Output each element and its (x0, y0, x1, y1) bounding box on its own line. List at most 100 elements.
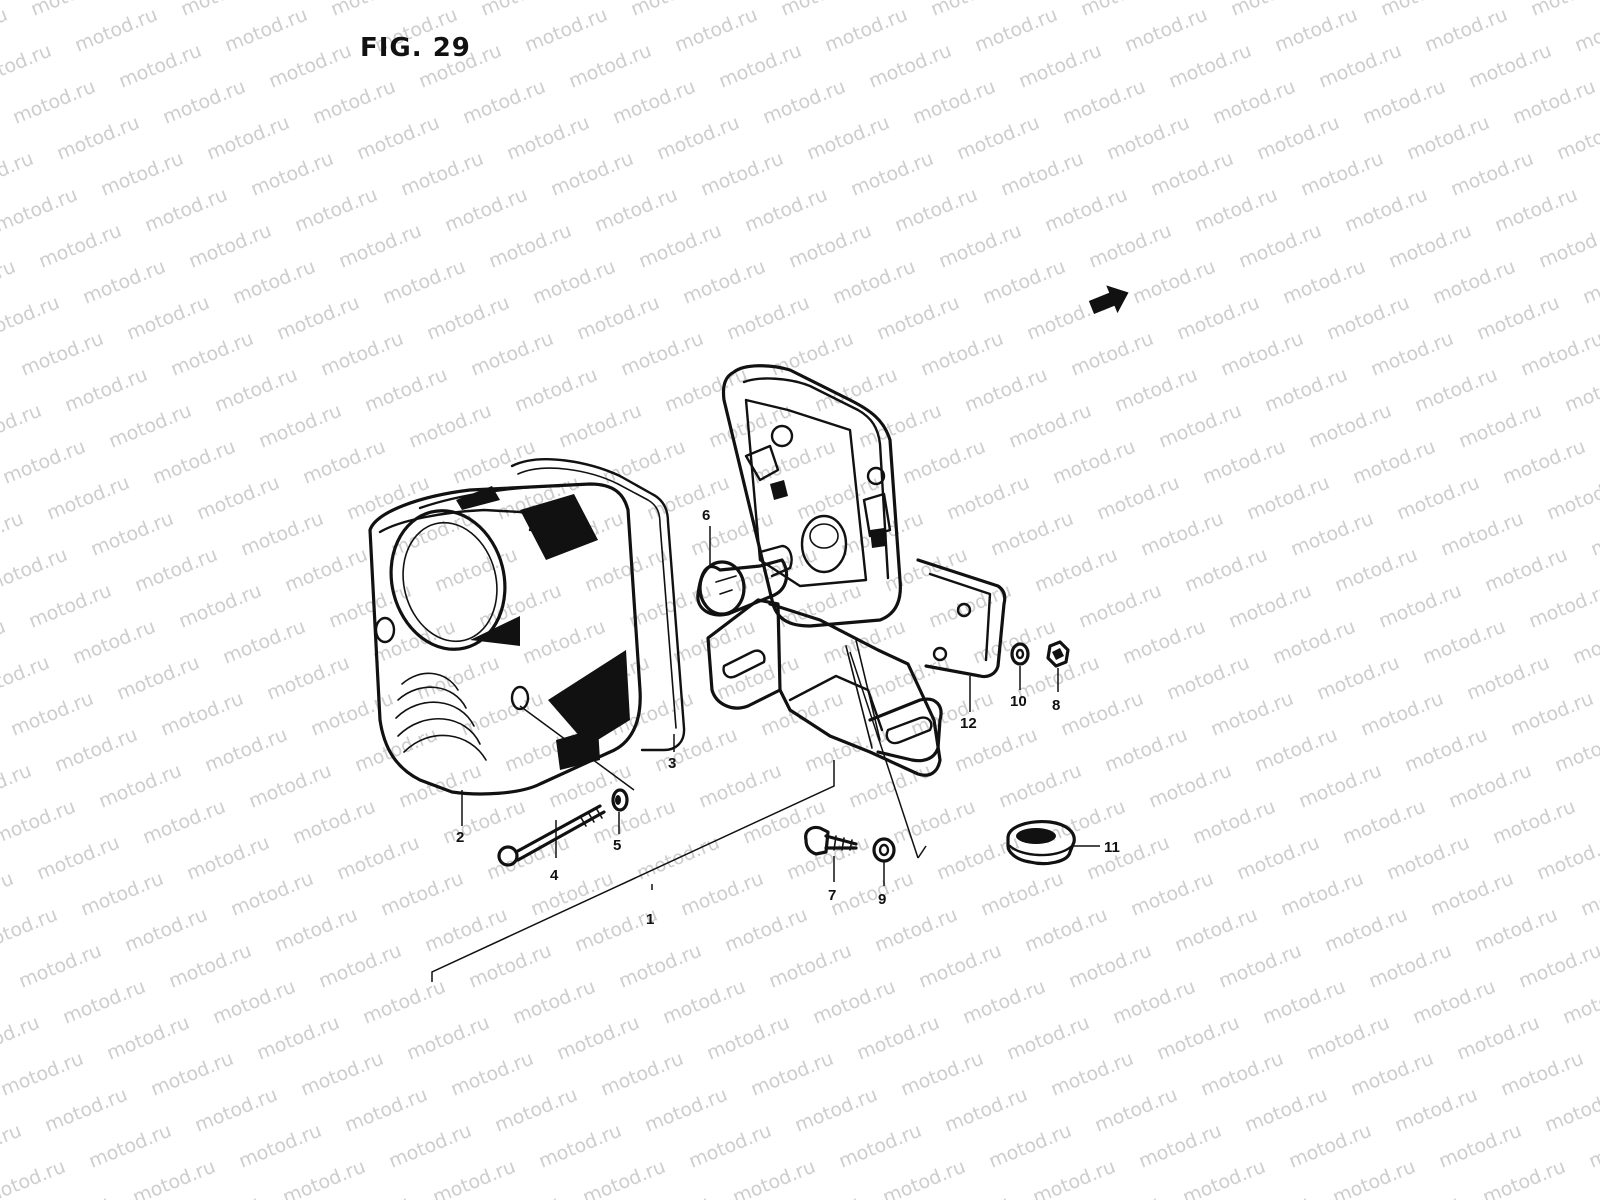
watermark-text: motod.ru (178, 0, 267, 21)
watermark-text: motod.ru (642, 1084, 731, 1137)
callout-9: 9 (878, 891, 886, 908)
watermark-text: motod.ru (1454, 1012, 1543, 1065)
watermark-text: motod.ru (378, 868, 467, 921)
watermark-text: motod.ru (1210, 76, 1299, 129)
watermark-text: motod.ru (0, 868, 17, 921)
watermark-text: motod.ru (0, 904, 61, 957)
watermark-text: motod.ru (1586, 1120, 1600, 1173)
watermark-text: motod.ru (686, 1120, 775, 1173)
watermark-text: motod.ru (1174, 292, 1263, 345)
watermark-text: motod.ru (1552, 724, 1600, 777)
watermark-text: motod.ru (70, 616, 159, 669)
watermark-text: motod.ru (654, 112, 743, 165)
watermark-text: motod.ru (1394, 472, 1483, 525)
watermark-text: motod.ru (404, 1012, 493, 1065)
watermark-text: motod.ru (150, 436, 239, 489)
watermark-text: motod.ru (1104, 112, 1193, 165)
watermark-text: motod.ru (670, 616, 759, 669)
watermark-text: motod.ru (1086, 220, 1175, 273)
watermark-text: motod.ru (768, 328, 857, 381)
watermark-text: motod.ru (1208, 688, 1297, 741)
watermark-text: motod.ru (1430, 256, 1519, 309)
watermark-text: motod.ru (1004, 1012, 1093, 1065)
watermark-text: motod.ru (1322, 904, 1411, 957)
watermark-text: motod.ru (1048, 1048, 1137, 1101)
watermark-text: motod.ru (1500, 436, 1589, 489)
watermark-text: motod.ru (1422, 4, 1511, 57)
callout-1: 1 (646, 911, 654, 928)
watermark-text: motod.ru (42, 1084, 131, 1137)
watermark-text: motod.ru (0, 292, 63, 345)
watermark-text: motod.ru (254, 1012, 343, 1065)
watermark-text: motod.ru (0, 364, 1, 417)
watermark-text: motod.ru (1314, 652, 1403, 705)
watermark-text: motod.ru (1456, 400, 1545, 453)
watermark-text: motod.ru (1392, 1084, 1481, 1137)
watermark-text: motod.ru (0, 1012, 43, 1065)
watermark-text: motod.ru (406, 400, 495, 453)
watermark-text: motod.ru (866, 40, 955, 93)
watermark-text: motod.ru (882, 544, 971, 597)
callout-8: 8 (1052, 697, 1060, 714)
watermark-text: motod.ru (628, 0, 717, 21)
watermark-text: motod.ru (256, 400, 345, 453)
watermark-text: motod.ru (300, 436, 389, 489)
watermark-text: motod.ru (280, 1156, 369, 1200)
watermark-text: motod.ru (556, 400, 645, 453)
watermark-text: motod.ru (774, 1192, 863, 1200)
watermark-text: motod.ru (132, 544, 221, 597)
watermark-text: motod.ru (792, 1084, 881, 1137)
watermark-text: motod.ru (1136, 1120, 1225, 1173)
watermark-text: motod.ru (574, 292, 663, 345)
watermark-text: motod.ru (186, 220, 275, 273)
watermark-text: motod.ru (1578, 868, 1600, 921)
watermark-text: motod.ru (16, 940, 105, 993)
watermark-text: motod.ru (880, 1156, 969, 1200)
watermark-text: motod.ru (0, 148, 37, 201)
watermark-text: motod.ru (362, 364, 451, 417)
nut-part-8 (1046, 640, 1070, 668)
watermark-text: motod.ru (892, 184, 981, 237)
watermark-text: motod.ru (342, 1084, 431, 1137)
watermark-text: motod.ru (1580, 256, 1600, 309)
watermark-text: motod.ru (26, 580, 115, 633)
watermark-text: motod.ru (440, 796, 529, 849)
watermark-text: motod.ru (680, 256, 769, 309)
watermark-text: motod.ru (836, 1120, 925, 1173)
watermark-text: motod.ru (266, 40, 355, 93)
watermark-text: motod.ru (1428, 868, 1517, 921)
watermark-text: motod.ru (36, 220, 125, 273)
watermark-text: motod.ru (1180, 1156, 1269, 1200)
watermark-text: motod.ru (1374, 1192, 1463, 1200)
watermark-text: motod.ru (96, 760, 185, 813)
watermark-text: motod.ru (918, 328, 1007, 381)
watermark-text: motod.ru (1350, 436, 1439, 489)
watermark-text: motod.ru (1172, 904, 1261, 957)
watermark-text: motod.ru (998, 148, 1087, 201)
watermark-text: motod.ru (660, 976, 749, 1029)
watermark-text: motod.ru (360, 976, 449, 1029)
bolt-part-7 (804, 825, 858, 856)
watermark-text: motod.ru (1480, 1156, 1569, 1200)
watermark-text: motod.ru (1474, 292, 1563, 345)
watermark-text: motod.ru (1544, 472, 1600, 525)
watermark-text: motod.ru (176, 580, 265, 633)
watermark-text: motod.ru (424, 292, 513, 345)
watermark-text: motod.ru (460, 76, 549, 129)
watermark-text: motod.ru (310, 76, 399, 129)
watermark-text: motod.ru (740, 796, 829, 849)
leader-lines (431, 526, 1100, 982)
watermark-text: motod.ru (148, 1048, 237, 1101)
watermark-text: motod.ru (204, 112, 293, 165)
watermark-text: motod.ru (210, 976, 299, 1029)
watermark-text: motod.ru (466, 940, 555, 993)
watermark-text: motod.ru (116, 40, 205, 93)
watermark-text: motod.ru (0, 760, 35, 813)
watermark-text: motod.ru (546, 760, 635, 813)
watermark-text: motod.ru (1562, 364, 1600, 417)
watermark-text: motod.ru (430, 1156, 519, 1200)
watermark-text: motod.ru (1358, 688, 1447, 741)
watermark-text: motod.ru (972, 4, 1061, 57)
watermark-text: motod.ru (1148, 148, 1237, 201)
